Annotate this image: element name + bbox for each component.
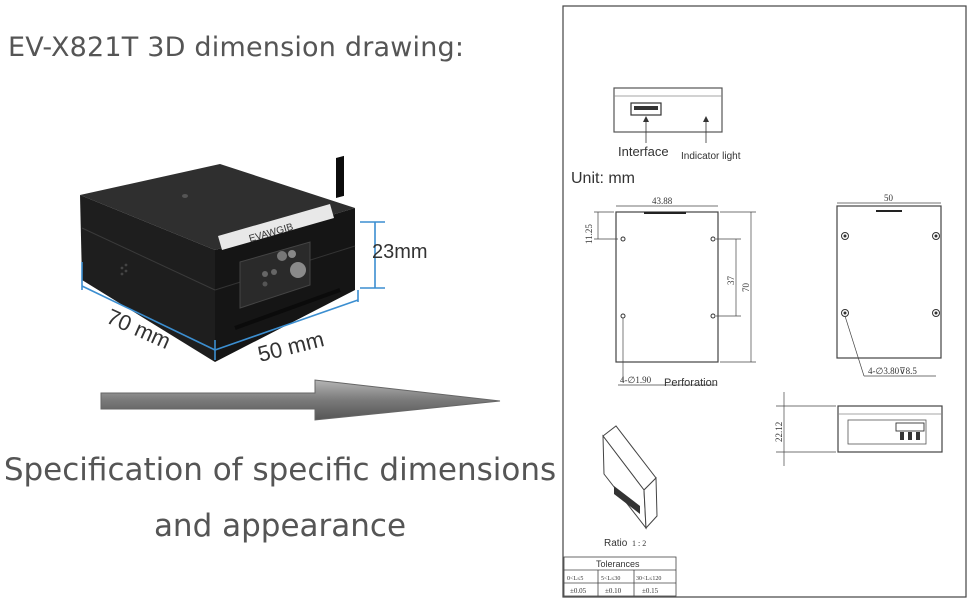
front-view	[594, 205, 756, 381]
dim-top-width: 43.88	[652, 196, 673, 206]
product-render: EVAWGIB 23mm 70 mm 50 mm	[80, 155, 428, 367]
tolerance-range: 30<L≤120	[636, 576, 661, 582]
height-dimension-label: 23mm	[372, 241, 428, 263]
indicator-light-label: Indicator light	[681, 151, 741, 162]
tolerance-value: ±0.15	[642, 587, 659, 595]
dim-mount-holes: 4-∅3.80⊽8.5	[868, 366, 917, 376]
scan-window	[239, 241, 311, 309]
dim-height: 70	[741, 283, 751, 293]
ratio-value: 1 : 2	[632, 539, 646, 548]
dim-left-offset: 11.25	[584, 224, 594, 244]
ratio-label: Ratio	[604, 538, 628, 549]
interface-view	[613, 87, 723, 143]
tolerance-range: 0<L≤5	[567, 576, 583, 582]
main-lens-icon	[290, 262, 306, 278]
side-view	[776, 392, 943, 466]
brand-plate	[218, 204, 334, 250]
dim-right-width: 50	[884, 193, 894, 203]
tolerance-value: ±0.05	[570, 587, 587, 595]
dim-thickness: 22.12	[774, 422, 784, 442]
top-hole-icon	[182, 194, 188, 198]
unit-label: Unit: mm	[571, 170, 635, 187]
technical-drawing: Interface Indicator light Unit: mm 43.88…	[562, 5, 967, 598]
caption-line-2: and appearance	[153, 508, 407, 544]
dim-perforation: 4-∅1.90	[620, 375, 652, 385]
tolerance-range: 5<L≤30	[601, 576, 620, 582]
dim-hole-spacing: 37	[726, 276, 736, 286]
tolerances-title: Tolerances	[596, 559, 640, 569]
back-view	[836, 202, 942, 377]
isometric-view	[602, 425, 658, 530]
device-left-face	[80, 195, 215, 362]
perforation-label: Perforation	[664, 377, 718, 389]
caption-line-1: Specification of specific dimensions	[3, 452, 557, 488]
pointer-arrow-icon	[100, 379, 501, 421]
lens-icon	[277, 251, 287, 261]
interface-label: Interface	[618, 144, 669, 159]
tolerances-table	[563, 556, 677, 597]
tolerance-value: ±0.10	[605, 587, 622, 595]
page-title: EV-X821T 3D dimension drawing:	[8, 32, 465, 63]
